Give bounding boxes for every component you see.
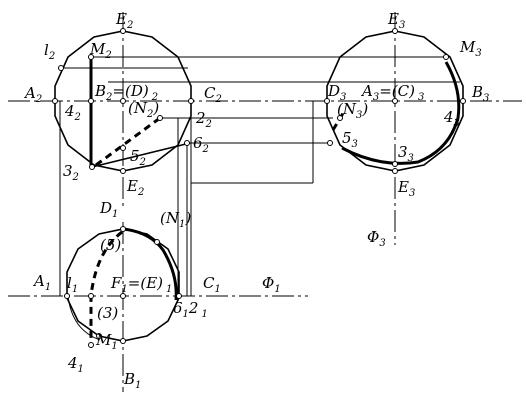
label-6-2: 62 (193, 134, 209, 155)
label-4-1: 41 (67, 354, 84, 375)
label-D3: D3 (327, 82, 346, 103)
label-3-2: 32 (63, 162, 79, 183)
label-B3: B3 (471, 83, 489, 104)
label-A2: A2 (23, 84, 42, 105)
top-thick-arc (122, 227, 178, 301)
label-C1: C1 (203, 274, 221, 295)
label-B1: B1 (123, 370, 141, 391)
label-M2: M2 (89, 40, 112, 61)
front-line-3-6 (91, 142, 191, 168)
label-A3-C3: A3=(C)3 (360, 82, 424, 103)
label-l2: l2 (44, 41, 55, 62)
label-B2-D2: B2=(D)2 (94, 82, 158, 103)
side-hidden-stub (331, 109, 347, 131)
label-4-3: 43 (443, 108, 460, 129)
label-3-3: 33 (398, 143, 414, 164)
label-N3: (N3) (337, 100, 368, 121)
front-hidden-line (95, 116, 161, 167)
side-thick-curve (341, 61, 461, 165)
label-five-1: (5) (100, 236, 121, 254)
label-F1-E1: F1=(E)1 (110, 274, 172, 295)
label-N2: (N2) (128, 99, 159, 120)
label-M1: M1 (95, 331, 118, 352)
top-thin-arc (67, 295, 101, 341)
label-5-3: 53 (342, 129, 358, 150)
label-E2-bottom: E2 (126, 177, 144, 198)
label-N1: (N1) (160, 209, 191, 230)
label-A1: A1 (32, 272, 51, 293)
label-5-2: 52 (130, 147, 146, 168)
label-E3-bottom: E3 (397, 178, 415, 199)
label-three-1: (3) (97, 304, 118, 322)
label-M3: M3 (459, 38, 482, 59)
label-2-2: 22 (195, 109, 212, 130)
label-phi1: Φ1 (262, 274, 281, 295)
label-phi3: Φ3 (367, 228, 386, 249)
label-D1: D1 (99, 199, 118, 220)
label-C2: C2 (204, 84, 222, 105)
label-E3-top: E3 (387, 10, 405, 31)
label-l1: l1 (67, 274, 78, 295)
label-4-2: 42 (64, 102, 81, 123)
point-markers (52, 28, 466, 348)
label-E2-top: E2 (115, 10, 133, 31)
